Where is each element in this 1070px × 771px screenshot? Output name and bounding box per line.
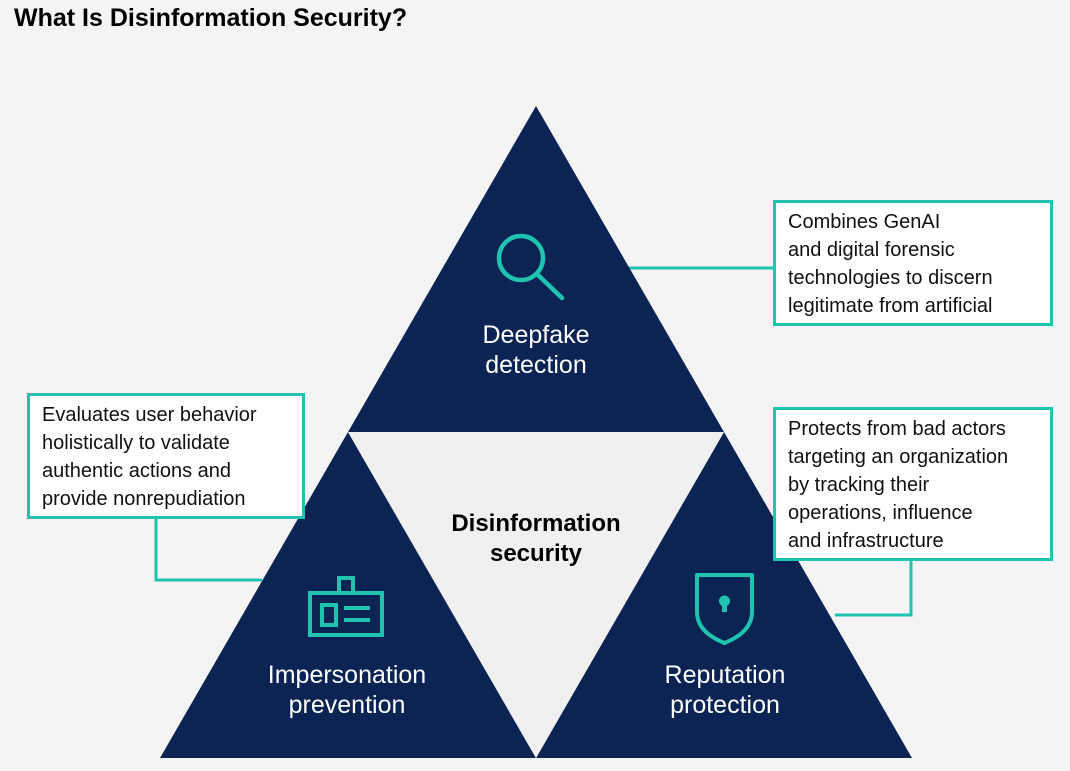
connector-line-impersonation (154, 518, 262, 582)
callout-impersonation: Evaluates user behavior holistically to … (27, 393, 305, 519)
callout-line: authentic actions and (42, 460, 232, 482)
label-line: Impersonation (267, 661, 427, 689)
callout-line: Combines GenAI (788, 211, 941, 233)
callout-line: Evaluates user behavior (42, 404, 257, 426)
label-line: Deepfake (482, 321, 590, 349)
center-label-line: security (489, 540, 583, 567)
callout-line: and digital forensic (788, 239, 955, 261)
shield-lock-icon (695, 573, 754, 645)
callout-line: and infrastructure (788, 530, 944, 552)
center-label-line: Disinformation (451, 510, 621, 537)
triangle-deepfake-detection (348, 106, 724, 432)
label-line: prevention (288, 691, 406, 719)
deepfake-detection-label: Deepfake detection (406, 320, 666, 380)
callout-line: targeting an organization (788, 446, 1009, 468)
center-triangle (348, 432, 724, 758)
label-line: protection (670, 691, 780, 719)
label-line: detection (485, 351, 587, 379)
callout-line: by tracking their (788, 474, 930, 496)
callout-line: holistically to validate (42, 432, 230, 454)
page-title: What Is Disinformation Security? (14, 4, 408, 32)
connector-line-reputation (835, 560, 913, 617)
center-label: Disinformation security (416, 509, 656, 569)
callout-line: Protects from bad actors (788, 418, 1006, 440)
callout-deepfake: Combines GenAI and digital forensic tech… (773, 200, 1053, 326)
label-line: Reputation (664, 661, 786, 689)
callout-line: provide nonrepudiation (42, 488, 246, 510)
magnifier-icon (496, 233, 565, 301)
callout-reputation: Protects from bad actors targeting an or… (773, 407, 1053, 561)
callout-line: technologies to discern (788, 267, 993, 289)
id-badge-icon (308, 576, 384, 637)
callout-line: legitimate from artificial (788, 295, 993, 317)
reputation-protection-label: Reputation protection (595, 660, 855, 720)
callout-line: operations, influence (788, 502, 973, 524)
triangle-reputation-protection (536, 432, 912, 758)
impersonation-prevention-label: Impersonation prevention (217, 660, 477, 720)
